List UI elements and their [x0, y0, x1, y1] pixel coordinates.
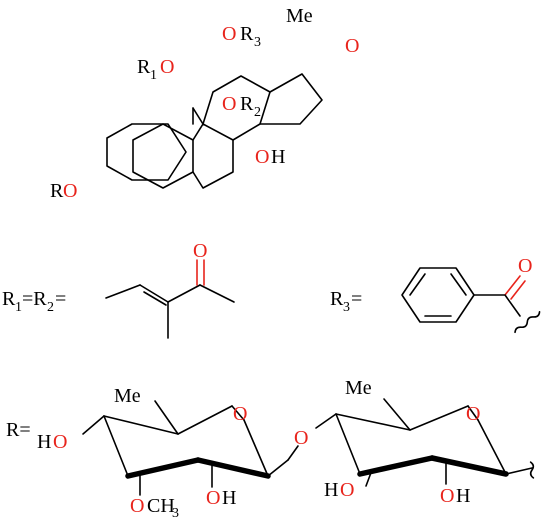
label-s1-ho-h: H [37, 431, 51, 453]
benzoyl-group [401, 267, 541, 334]
sugar-labels: R= H O Me O O CH 3 O H O Me O H O O H [6, 377, 480, 517]
steroid-core [132, 73, 323, 189]
substituent-definitions: R 1 =R 2 = O R 3 = O [2, 240, 532, 315]
label-r2-sub: 2 [254, 105, 261, 120]
label-s1-oh-h: H [222, 487, 236, 509]
label-eq1-sub1: 1 [15, 300, 22, 315]
label-r2-oxygen: O [222, 93, 236, 115]
label-s1-och3-o: O [130, 495, 144, 517]
label-s1-ho-o: O [53, 431, 67, 453]
label-eq1-r1: R [2, 288, 16, 310]
label-r2-r: R [240, 93, 254, 115]
label-s2-ho-o: O [340, 479, 354, 501]
label-oh14-h: H [271, 146, 285, 168]
label-r-eq: R= [6, 419, 31, 441]
label-benzoyl-o: O [518, 255, 532, 277]
label-s1-och3-sub: 3 [172, 506, 179, 517]
label-oh14-oxygen: O [255, 146, 269, 168]
label-eq3-r: R [330, 288, 344, 310]
label-eq1-eq2: = [55, 288, 66, 310]
label-r3-sub: 3 [254, 35, 261, 50]
steroid-core-detail [106, 123, 187, 181]
label-link-o: O [294, 427, 308, 449]
label-s1-oh-o: O [206, 487, 220, 509]
label-r1-sub: 1 [150, 68, 157, 83]
label-r3-r: R [240, 23, 254, 45]
label-s1-och3-c: CH [147, 495, 175, 517]
label-r1-r: R [137, 56, 151, 78]
label-s2-me: Me [345, 377, 372, 399]
label-eq3-eq: = [351, 288, 362, 310]
sugar-1 [82, 400, 299, 496]
label-eq3-sub: 3 [343, 300, 350, 315]
label-eq1-sub2: 2 [47, 300, 54, 315]
label-r1-oxygen: O [160, 56, 174, 78]
steroid-labels: Me O O R 3 R 1 O O R 2 O H R O [50, 5, 359, 202]
sugar-2 [315, 398, 535, 487]
label-me-top: Me [286, 5, 313, 27]
label-s1-me: Me [114, 385, 141, 407]
label-s2-oh-o: O [440, 485, 454, 507]
label-s2-oh-h: H [456, 485, 470, 507]
label-tigloyl-o: O [193, 240, 207, 262]
label-ro-r: R [50, 180, 64, 202]
label-r3-oxygen: O [222, 23, 236, 45]
label-s1-ring-o: O [233, 403, 247, 425]
label-ro-oxygen: O [63, 180, 77, 202]
tigloyl-group [105, 259, 235, 339]
label-eq1-eq: =R [22, 288, 47, 310]
label-s2-ring-o: O [466, 403, 480, 425]
label-s2-ho-h: H [324, 479, 338, 501]
label-carbonyl-o: O [345, 35, 359, 57]
